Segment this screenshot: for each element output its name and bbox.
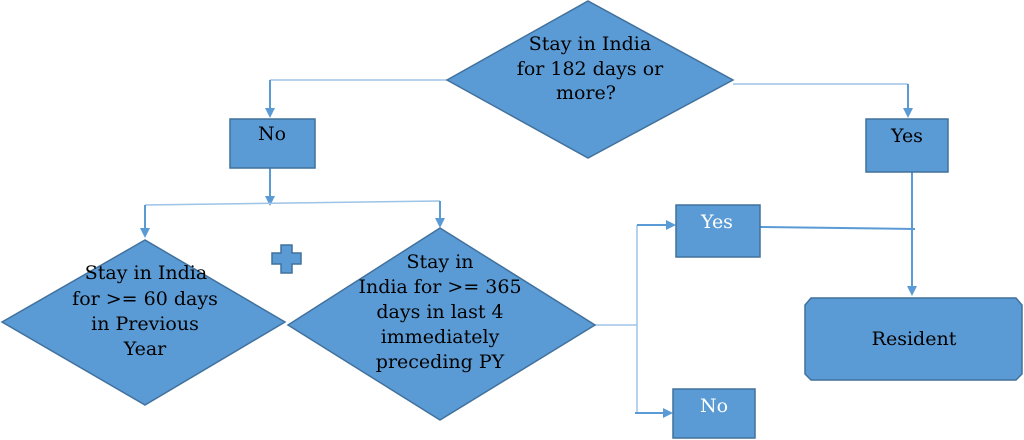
decision-text-line: Stay in India [85, 262, 207, 284]
decision-text-line: India for >= 365 [358, 276, 521, 298]
resident-label: Resident [872, 328, 957, 350]
yes-box-top: Yes [865, 118, 949, 173]
decision-text-line: for 182 days or [517, 58, 664, 80]
resident-box: Resident [804, 297, 1023, 381]
decision-182-days: Stay in India for 182 days or more? [445, 0, 735, 159]
no-box-lower: No [672, 388, 756, 439]
no-box-top: No [229, 118, 316, 169]
no-label: No [700, 395, 728, 417]
yes-label: Yes [890, 125, 923, 147]
connectors [140, 79, 917, 418]
decision-text-line: immediately [381, 326, 500, 348]
decision-text-line: Stay in India [529, 33, 651, 55]
decision-text-line: for >= 60 days [72, 288, 218, 310]
decision-text-line: in Previous [91, 313, 199, 335]
yes-box-lower: Yes [675, 204, 761, 258]
decision-text-line: Year [123, 338, 167, 360]
decision-text-line: preceding PY [376, 351, 505, 373]
plus-icon [271, 244, 302, 274]
no-label: No [258, 123, 286, 145]
decision-365-days: Stay in India for >= 365 days in last 4 … [286, 227, 597, 421]
yes-label: Yes [700, 211, 733, 233]
decision-text-line: more? [556, 82, 616, 104]
decision-text-line: Stay in [406, 251, 473, 273]
decision-text-line: days in last 4 [376, 301, 503, 323]
decision-60-days: Stay in India for >= 60 days in Previous… [0, 239, 287, 406]
